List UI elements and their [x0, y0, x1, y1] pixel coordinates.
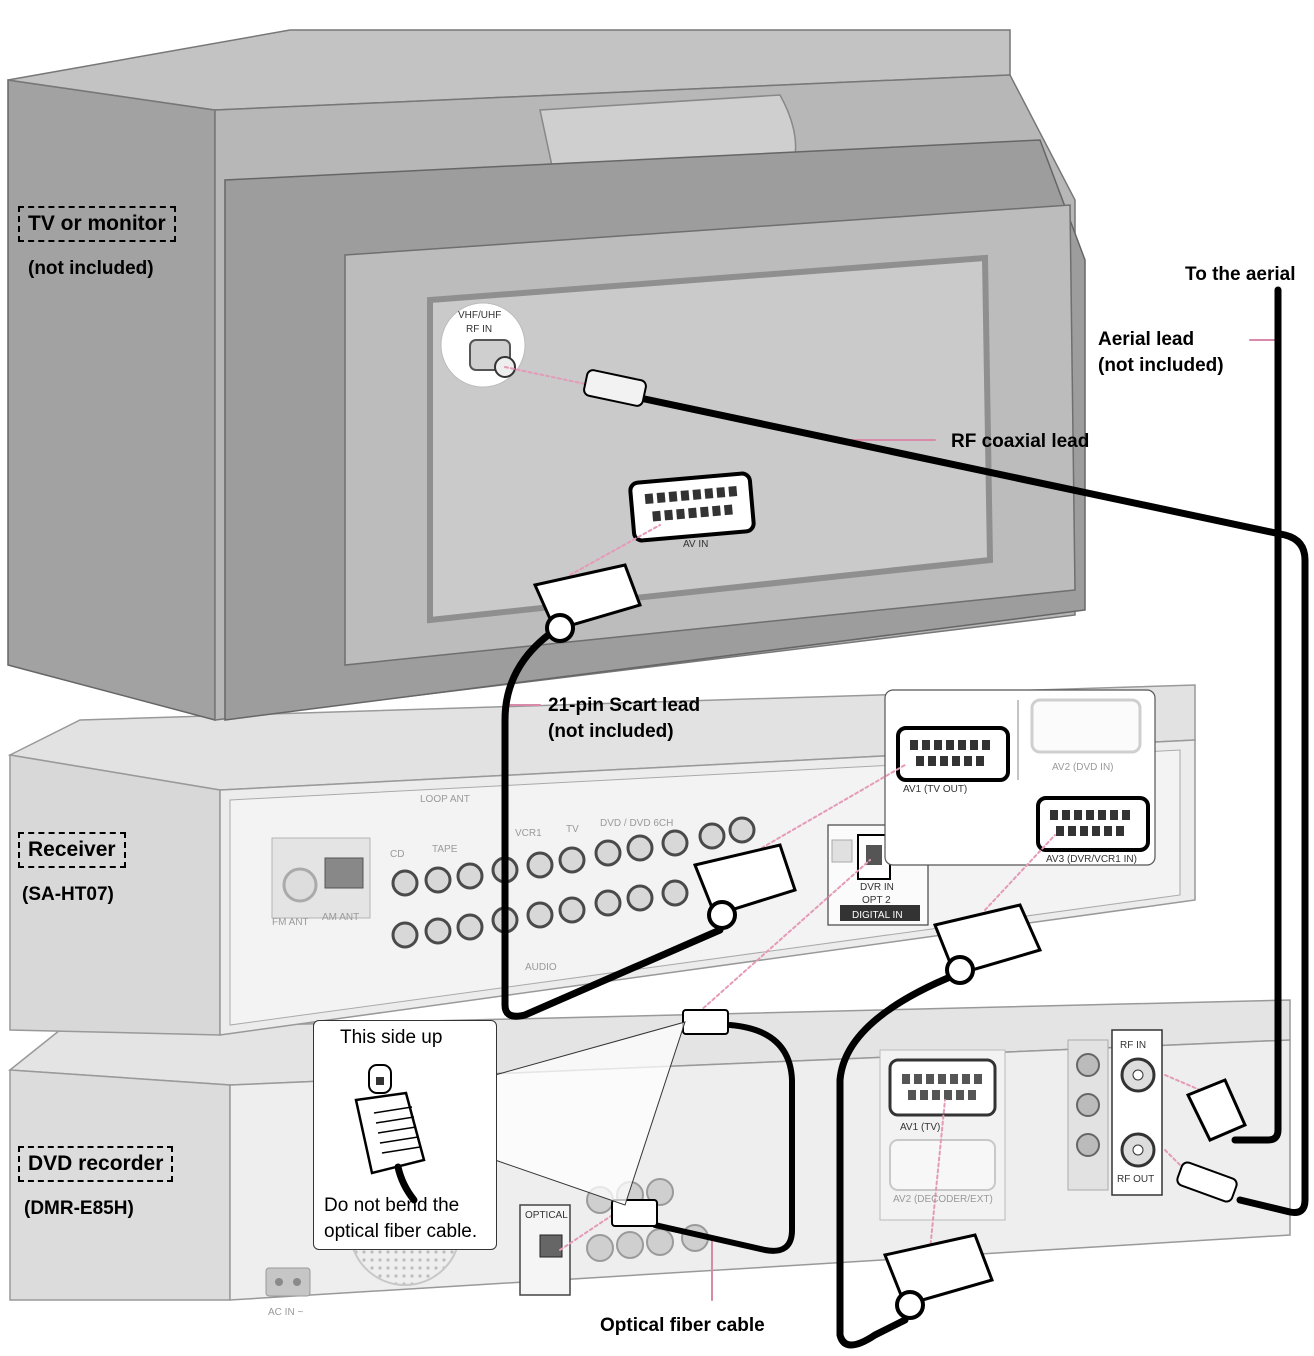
dvd-ac-in-label: AC IN ~ [268, 1307, 303, 1318]
dvd-model: (DMR-E85H) [24, 1198, 134, 1219]
rx-tv-label: TV [566, 824, 579, 835]
rx-vcr-label: VCR1 [515, 828, 542, 839]
tv-rf-in-sub-label: RF IN [466, 324, 492, 335]
aerial-destination-label: To the aerial [1185, 264, 1296, 285]
rx-opt2-label: OPT 2 [862, 895, 891, 906]
dvd-label: DVD recorder [18, 1146, 174, 1182]
rx-av1-label: AV1 (TV OUT) [903, 784, 967, 795]
connectors [494, 369, 1247, 1320]
aerial-lead-note: (not included) [1098, 355, 1224, 376]
tv-name: TV or monitor [18, 206, 176, 242]
rx-loop-ant-label: LOOP ANT [420, 794, 470, 805]
rx-cd-label: CD [390, 849, 404, 860]
jack-labels: VHF/UHF RF IN AV IN AV1 (TV OUT) AV2 (DV… [268, 310, 1154, 1318]
dvd-av1-label: AV1 (TV) [900, 1122, 940, 1133]
dvd-av2-label: AV2 (DECODER/EXT) [893, 1194, 993, 1205]
rx-fm-ant-label: FM ANT [272, 917, 309, 928]
scart-lead-note: (not included) [548, 721, 674, 742]
callout-bottom-line2: optical fiber cable. [324, 1221, 478, 1242]
rx-av3-label: AV3 (DVR/VCR1 IN) [1046, 854, 1137, 865]
dvd-name: DVD recorder [18, 1146, 174, 1182]
optical-callout: This side up Do not bend the optical fib… [313, 1020, 497, 1250]
rx-am-ant-label: AM ANT [322, 912, 359, 923]
rx-tape-label: TAPE [432, 844, 458, 855]
rx-digital-in-label: DIGITAL IN [852, 910, 903, 921]
receiver-unit [7, 684, 1196, 1036]
optical-cable-label: Optical fiber cable [600, 1315, 765, 1336]
cables [501, 286, 1309, 1349]
rx-av2-label: AV2 (DVD IN) [1052, 762, 1114, 773]
receiver-model: (SA-HT07) [22, 884, 114, 905]
rx-dvd-label: DVD / DVD 6CH [600, 818, 673, 829]
receiver-label: Receiver [18, 832, 126, 868]
rf-coax-label: RF coaxial lead [951, 431, 1090, 452]
receiver-name: Receiver [18, 832, 126, 868]
rx-audio-label: AUDIO [525, 962, 557, 973]
tv-rf-in-label: VHF/UHF [458, 310, 501, 321]
tv-label: TV or monitor [18, 206, 176, 242]
dvd-optical-label: OPTICAL [525, 1210, 568, 1221]
callout-bottom-line1: Do not bend the [324, 1195, 460, 1216]
dvd-rf-out-label: RF OUT [1117, 1174, 1154, 1185]
plug-illustration [354, 1064, 426, 1204]
tv-note: (not included) [28, 258, 154, 279]
dvd-rf-in-label: RF IN [1120, 1040, 1146, 1051]
tv-av-in-label: AV IN [683, 539, 708, 550]
aerial-lead-label: Aerial lead [1098, 329, 1195, 350]
callout-top-text: This side up [340, 1027, 443, 1048]
rx-dvr-in-label: DVR IN [860, 882, 894, 893]
scart-lead-label: 21-pin Scart lead [548, 695, 701, 716]
